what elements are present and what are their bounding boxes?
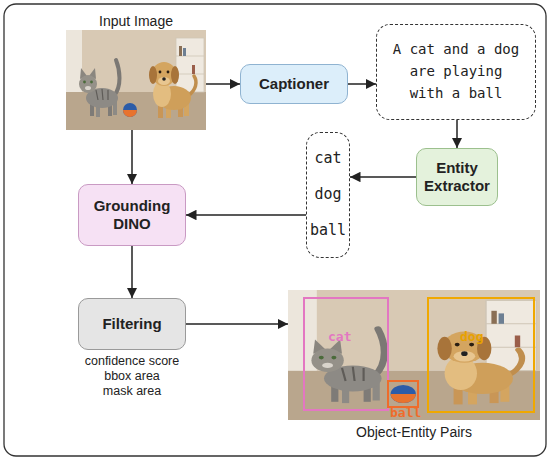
entity-list: cat dog ball <box>306 132 350 258</box>
output-image: cat dog ballObject-Entity Pairs <box>288 290 540 442</box>
arrow-connector <box>131 246 133 298</box>
text-block: cat <box>314 147 341 170</box>
photo-frame: cat dog ball <box>288 290 540 420</box>
box-label: Filtering <box>102 315 161 333</box>
detection-boxes <box>288 290 540 420</box>
image-title: Object-Entity Pairs <box>288 422 540 442</box>
arrow-connector <box>456 120 458 148</box>
arrow-connector <box>348 83 376 85</box>
process-box: Captioner <box>240 64 348 104</box>
criteria-note: bbox area <box>62 369 202 384</box>
cat-dog-photo <box>288 290 540 420</box>
criteria-list: confidence scorebbox areamask area <box>62 354 202 399</box>
text-block: dog <box>314 183 341 206</box>
frame-border <box>4 4 546 456</box>
arrow-connector <box>186 323 288 325</box>
text-block: ball <box>310 219 346 242</box>
text-block: A cat and a dog are playing with a ball <box>389 39 523 104</box>
bbox-label: cat <box>328 330 351 344</box>
arrow-connector <box>206 83 240 85</box>
process-box: Grounding DINO <box>78 184 186 246</box>
arrow-connector <box>186 214 306 216</box>
process-box: Entity Extractor <box>416 148 498 206</box>
image-title: Input Image <box>66 12 206 30</box>
arrow-connector <box>131 130 133 184</box>
caption-box: A cat and a dog are playing with a ball <box>376 24 536 120</box>
box-label: Grounding DINO <box>85 197 179 233</box>
criteria-note: mask area <box>62 384 202 399</box>
box-label: Entity Extractor <box>423 159 491 195</box>
arrow-connector <box>350 176 416 178</box>
process-box: Filtering <box>78 298 186 350</box>
cat-dog-photo <box>66 30 206 130</box>
box-label: Captioner <box>259 75 329 93</box>
bbox-label: dog <box>460 330 483 344</box>
photo-frame <box>66 30 206 130</box>
criteria-note: confidence score <box>62 354 202 369</box>
input-image: Input Image <box>66 12 206 130</box>
bbox-label: ball <box>390 406 421 420</box>
